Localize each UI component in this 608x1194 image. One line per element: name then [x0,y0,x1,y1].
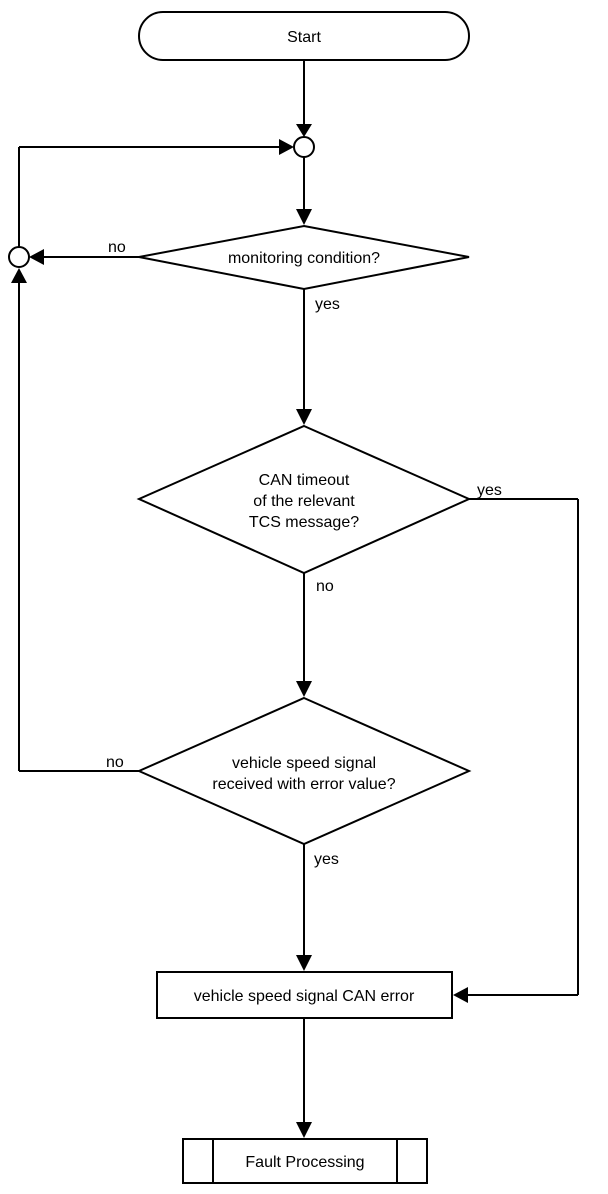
arrow-down [296,681,312,697]
decision-label-line-1: CAN timeout [259,472,350,489]
connector-speed-signal-yes: yes [296,844,339,971]
edge-label-no: no [316,578,334,595]
connector-error-to-fault [296,1018,312,1138]
arrow-down [296,955,312,971]
process-label: vehicle speed signal CAN error [194,988,415,1005]
arrow-down [296,124,312,137]
edge-label-no: no [108,239,126,256]
edge-label-no: no [106,754,124,771]
edge-label-yes: yes [477,482,502,499]
arrow-up [11,268,27,283]
connector-can-timeout-yes: yes [453,482,579,1003]
edge-label-yes: yes [314,851,339,868]
connector-monitoring-yes: yes [296,289,340,425]
process-shape [156,971,453,1019]
connector-can-timeout-no: no [296,573,334,697]
edge-label-yes: yes [315,296,340,313]
connector-speed-signal-no: no [11,268,139,772]
decision-label: monitoring condition? [228,250,380,267]
arrow-right [279,139,294,155]
arrow-down [296,209,312,225]
subprocess-label: Fault Processing [245,1154,364,1171]
connector-left-loop-to-top [18,139,294,247]
decision-monitoring-condition: monitoring condition? [138,224,470,291]
junction-circle-left [8,246,30,268]
decision-label-line-2: received with error value? [212,776,395,793]
subprocess-shape [182,1138,428,1184]
connector-monitoring-no: no [29,239,139,265]
decision-label-line-3: TCS message? [249,514,359,531]
process-can-error: vehicle speed signal CAN error [156,971,453,1019]
connector-junction-to-monitoring [296,157,312,225]
arrow-down [296,409,312,425]
decision-label-line-1: vehicle speed signal [232,755,376,772]
decision-vehicle-speed-signal: vehicle speed signal received with error… [136,696,472,846]
arrow-left [29,249,44,265]
connector-start-to-junction [296,60,312,137]
arrow-down [296,1122,312,1138]
subprocess-fault-processing: Fault Processing [182,1138,428,1184]
decision-label-line-2: of the relevant [253,493,355,510]
start-label: Start [287,29,321,46]
arrow-left [453,987,468,1003]
start-terminator: Start [138,11,470,61]
junction-circle-top [293,136,315,158]
decision-can-timeout: CAN timeout of the relevant TCS message? [136,424,472,575]
